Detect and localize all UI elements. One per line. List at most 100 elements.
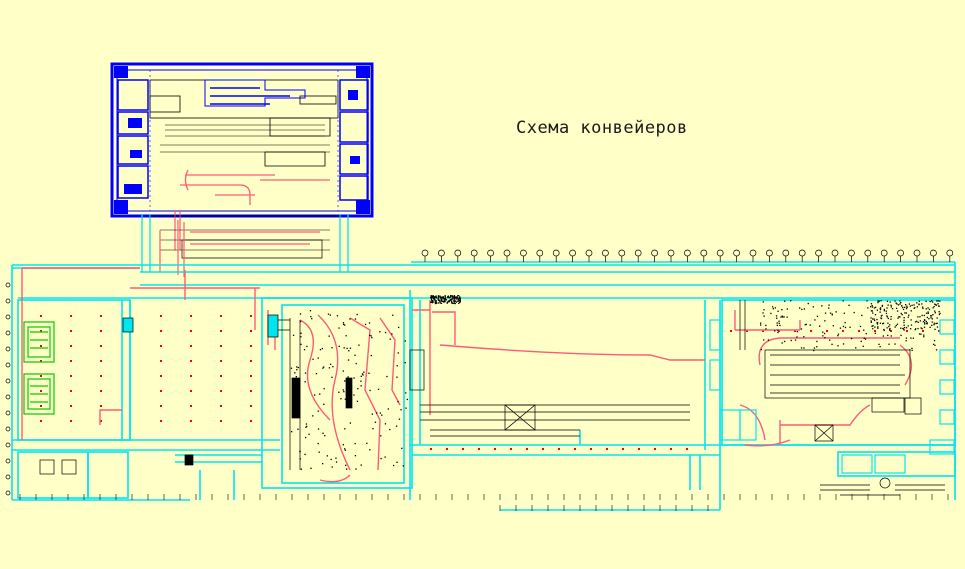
equipment-mark (842, 300, 844, 302)
equipment-mark (353, 394, 355, 396)
equipment-mark (356, 400, 359, 402)
equipment-mark (828, 304, 830, 306)
axis-bubble (766, 249, 773, 257)
axis-bubble (864, 249, 872, 257)
grid-point (858, 330, 860, 332)
equipment-mark (889, 301, 891, 303)
equipment-mark (433, 298, 435, 300)
equipment-mark (905, 304, 907, 306)
grid-point (70, 330, 72, 332)
equipment-mark (934, 303, 936, 305)
equipment-mark (338, 391, 340, 393)
equipment-mark (442, 297, 444, 299)
equipment-mark (763, 315, 765, 317)
equipment-mark (431, 300, 433, 302)
equipment-mark (323, 403, 325, 405)
grid-point (220, 420, 222, 422)
equipment-mark (776, 322, 778, 324)
equipment-mark (882, 322, 885, 324)
equipment-mark (800, 347, 803, 349)
equipment-mark (439, 301, 441, 303)
equipment-mark (331, 347, 333, 349)
axis-bubble (946, 249, 954, 257)
equipment-mark (932, 307, 934, 309)
equipment-mark (459, 301, 461, 303)
equipment-mark (887, 304, 889, 306)
grid-point (100, 390, 102, 392)
equipment-mark (774, 330, 776, 332)
right-cells (709, 319, 955, 474)
equipment-mark (823, 332, 826, 335)
grid-point (826, 330, 828, 332)
equipment-mark (372, 428, 374, 430)
equipment-mark (889, 324, 891, 326)
equipment-mark (873, 318, 875, 320)
equipment-mark (914, 321, 917, 323)
equipment-mark (932, 314, 934, 316)
equipment-mark (435, 300, 437, 302)
equipment-mark (360, 375, 362, 377)
axis-bubble (848, 249, 855, 257)
equipment-mark (919, 320, 921, 322)
equipment-mark (335, 457, 337, 459)
equipment-mark (896, 303, 898, 305)
equipment-mark (916, 302, 918, 304)
equipment-mark (904, 312, 906, 314)
equipment-mark (871, 325, 873, 327)
equipment-mark (877, 327, 879, 329)
equipment-mark (912, 337, 914, 339)
equipment-mark (315, 373, 318, 375)
equipment-mark (330, 458, 332, 461)
equipment-mark (889, 327, 891, 330)
grid-point (100, 345, 102, 347)
equipment-mark (794, 339, 797, 341)
grid-point (810, 330, 812, 332)
equipment-mark (871, 305, 873, 307)
equipment-mark (349, 318, 351, 320)
equipment-mark (872, 312, 874, 314)
equipment-mark (829, 339, 831, 341)
equipment-mark (434, 302, 437, 305)
equipment-mark (454, 297, 456, 300)
equipment-mark (925, 308, 927, 310)
equipment-mark (360, 464, 362, 466)
equipment-mark (843, 312, 845, 314)
equipment-mark (878, 343, 880, 345)
equipment-mark (331, 376, 333, 378)
equipment-mark (914, 307, 916, 309)
equipment-mark (355, 468, 357, 470)
axis-bubble (831, 249, 839, 257)
equipment-mark (299, 320, 302, 323)
equipment-mark (866, 300, 868, 302)
equipment-mark (400, 409, 402, 411)
equipment-mark (451, 298, 453, 300)
equipment-mark (437, 295, 440, 298)
equipment-mark (816, 315, 819, 317)
equipment-mark (332, 366, 334, 368)
equipment-mark (920, 327, 922, 329)
equipment-mark (453, 296, 455, 298)
axis-bubble (585, 249, 593, 257)
equipment-mark (870, 310, 873, 312)
equipment-mark (783, 316, 785, 318)
equipment-mark (374, 421, 377, 423)
equipment-mark (890, 306, 892, 308)
equipment-mark (796, 336, 798, 338)
equipment-mark (934, 310, 936, 312)
equipment-mark (871, 310, 873, 312)
equipment-mark (914, 329, 916, 331)
equipment-mark (371, 337, 373, 339)
equipment-mark (763, 309, 765, 311)
axis-bubble (5, 474, 11, 480)
equipment-mark (384, 456, 386, 458)
equipment-mark (936, 326, 939, 328)
equipment-mark (796, 331, 798, 333)
equipment-mark (457, 299, 460, 301)
grid-point (922, 330, 924, 332)
equipment-mark (430, 295, 432, 297)
equipment-mark (326, 455, 328, 457)
grid-point (190, 345, 192, 347)
equipment-mark (865, 333, 867, 335)
equipment-mark (925, 300, 927, 302)
